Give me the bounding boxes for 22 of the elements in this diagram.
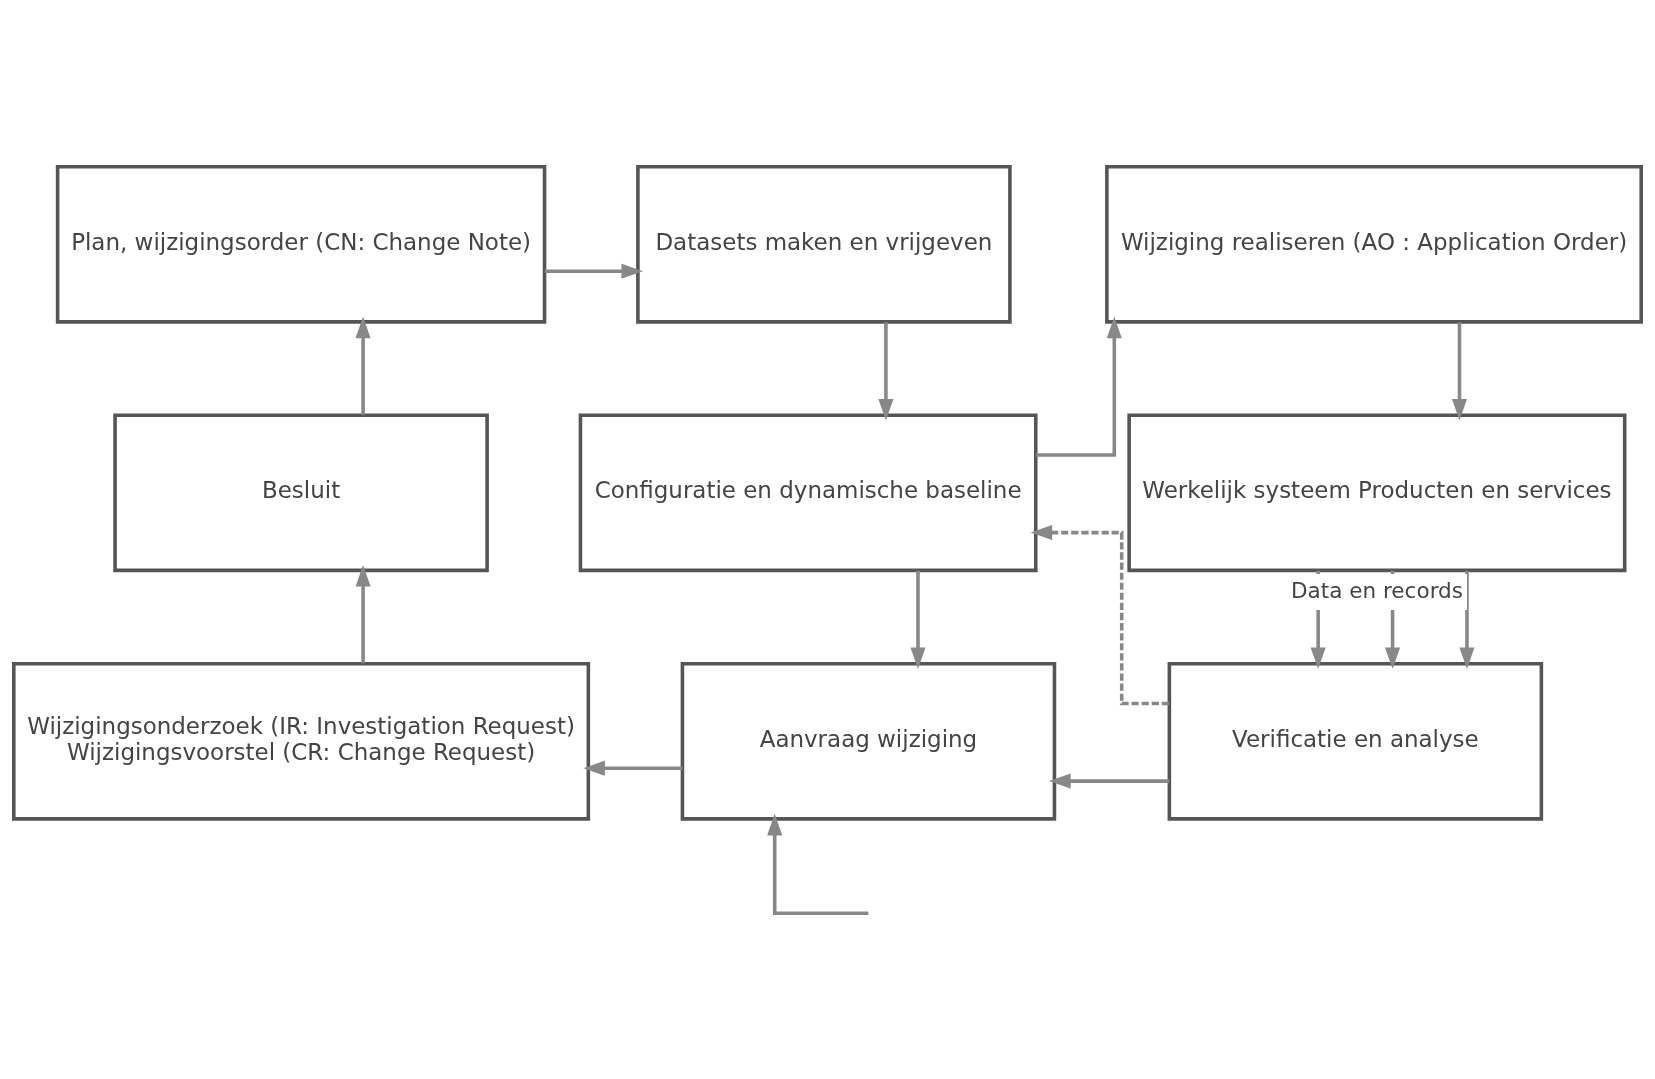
arrow (878, 321, 894, 421)
edge-label: Data en records (1291, 577, 1464, 603)
arrow (1451, 321, 1468, 421)
arrow (355, 316, 371, 415)
arrow (1459, 570, 1475, 669)
arrow (544, 263, 643, 279)
node-box: Verificatie en analyse (1167, 661, 1544, 821)
node-box: Plan, wijzigingsorder (CN: Change Note) (55, 164, 547, 324)
node-box: Besluit (113, 412, 489, 572)
node-box: Aanvraag wijziging (680, 661, 1057, 821)
node-box: Wijziging realiseren (AO : Application Order) (1105, 164, 1643, 324)
arrow (583, 760, 683, 776)
node-box: Configuratie en dynamische baseline (578, 412, 1038, 572)
arrow (1035, 316, 1122, 457)
arrow (355, 564, 371, 663)
node-box: Werkelijk systeem Producten en services (1127, 412, 1627, 572)
node-box: Wijzigingsonderzoek (IR: Investigation Request) Wijzigingsvoorstel (CR: Change Request) (12, 661, 591, 821)
arrow (1030, 524, 1169, 705)
arrow (767, 813, 869, 915)
arrow (1049, 773, 1170, 789)
arrow (910, 570, 926, 669)
node-box: Datasets maken en vrijgeven (636, 164, 1012, 324)
